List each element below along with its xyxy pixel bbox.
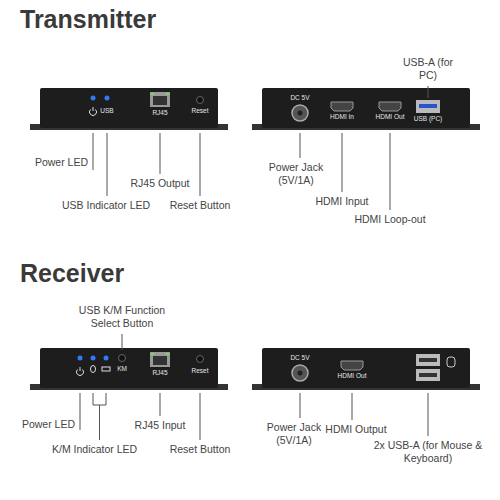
port-led [166,93,169,95]
leader-line [428,86,429,98]
reset-button [197,97,204,104]
leader-line [300,133,301,158]
usb-tongue [419,104,437,108]
callout-label: Reset Button [170,443,231,456]
leader-line [160,393,161,416]
reset-button [197,356,204,363]
panel-label: DC 5V [290,354,309,362]
receiver-front [30,348,228,390]
port-led [166,353,169,355]
leader-line [160,133,161,174]
leader-lines [80,86,428,440]
power-icon [90,107,97,115]
callout-label: USB Indicator LED [62,199,150,212]
leader-line [122,334,123,350]
led [78,356,83,361]
callout-label: RJ45 Input [135,419,186,432]
panel-label: USB (PC) [414,115,443,123]
leader-line [390,133,391,210]
receiver-back [252,348,480,390]
panel-label: HDMI Out [338,372,367,380]
leader-line [352,393,353,420]
usb-port [416,369,440,381]
hdmi-port [331,102,353,111]
dc-jack [292,365,308,381]
callout-label: K/M Indicator LED [52,443,137,456]
callout-label: Power Jack (5V/1A) [264,161,328,186]
panel-label: USB [100,107,113,115]
housing [40,348,218,388]
keyboard-icon [102,367,110,371]
port-led [151,353,154,355]
callout-label: Reset Button [170,199,231,212]
dc-jack-pin [298,371,303,376]
callout-label: USB-A (for PC) [402,56,454,81]
panel-label: Reset [192,367,209,375]
leader-line [93,133,94,170]
callout-label: 2x USB-A (for Mouse & Keyboard) [364,439,492,464]
panel-label: RJ45 [152,369,167,377]
rj45-socket [153,356,167,365]
panel-label: Reset [192,107,209,115]
leader-line [200,133,201,196]
housing [262,348,470,388]
led [105,96,110,101]
dc-jack [292,105,308,121]
section-heading: Transmitter [20,4,156,34]
panel-label: RJ45 [152,109,167,117]
callout-label: HDMI Input [315,195,368,208]
rj45-socket [153,96,167,105]
panel-label: DC 5V [290,94,309,102]
panel-label: KM [117,365,127,373]
panel-label: HDMI In [330,113,354,121]
callout-label: USB K/M Function Select Button [70,304,174,329]
usb-port [416,100,440,113]
led [104,356,109,361]
mouse-icon [91,366,96,373]
led [91,356,96,361]
mouse-icon [447,357,455,367]
callout-label: HDMI Output [325,423,386,436]
leader-bracket [93,393,106,440]
callout-label: Power LED [35,156,88,169]
rj45-port [150,92,170,107]
transmitter-back [252,88,480,130]
usb-port [416,354,440,366]
leader-line [107,133,108,196]
leader-line [342,133,343,192]
leader-line [300,393,301,418]
led [91,96,96,101]
housing [40,88,218,128]
usb-tongue [419,373,437,377]
leader-line [200,393,201,440]
power-icon [77,367,84,375]
rj45-port [150,352,170,367]
hdmi-port [379,102,401,111]
section-heading: Receiver [20,258,124,288]
km-button [119,355,126,362]
transmitter-front [30,88,228,130]
callout-label: HDMI Loop-out [354,213,425,226]
dc-jack-pin [298,111,303,116]
hdmi-port [341,361,363,370]
callout-label: Power LED [22,418,75,431]
callout-label: RJ45 Output [131,177,190,190]
usb-tongue [419,358,437,362]
leader-line [80,393,81,430]
housing [262,88,470,128]
callout-label: Power Jack (5V/1A) [262,421,326,446]
leader-line [428,393,429,436]
panel-label: HDMI Out [376,113,405,121]
port-led [151,93,154,95]
